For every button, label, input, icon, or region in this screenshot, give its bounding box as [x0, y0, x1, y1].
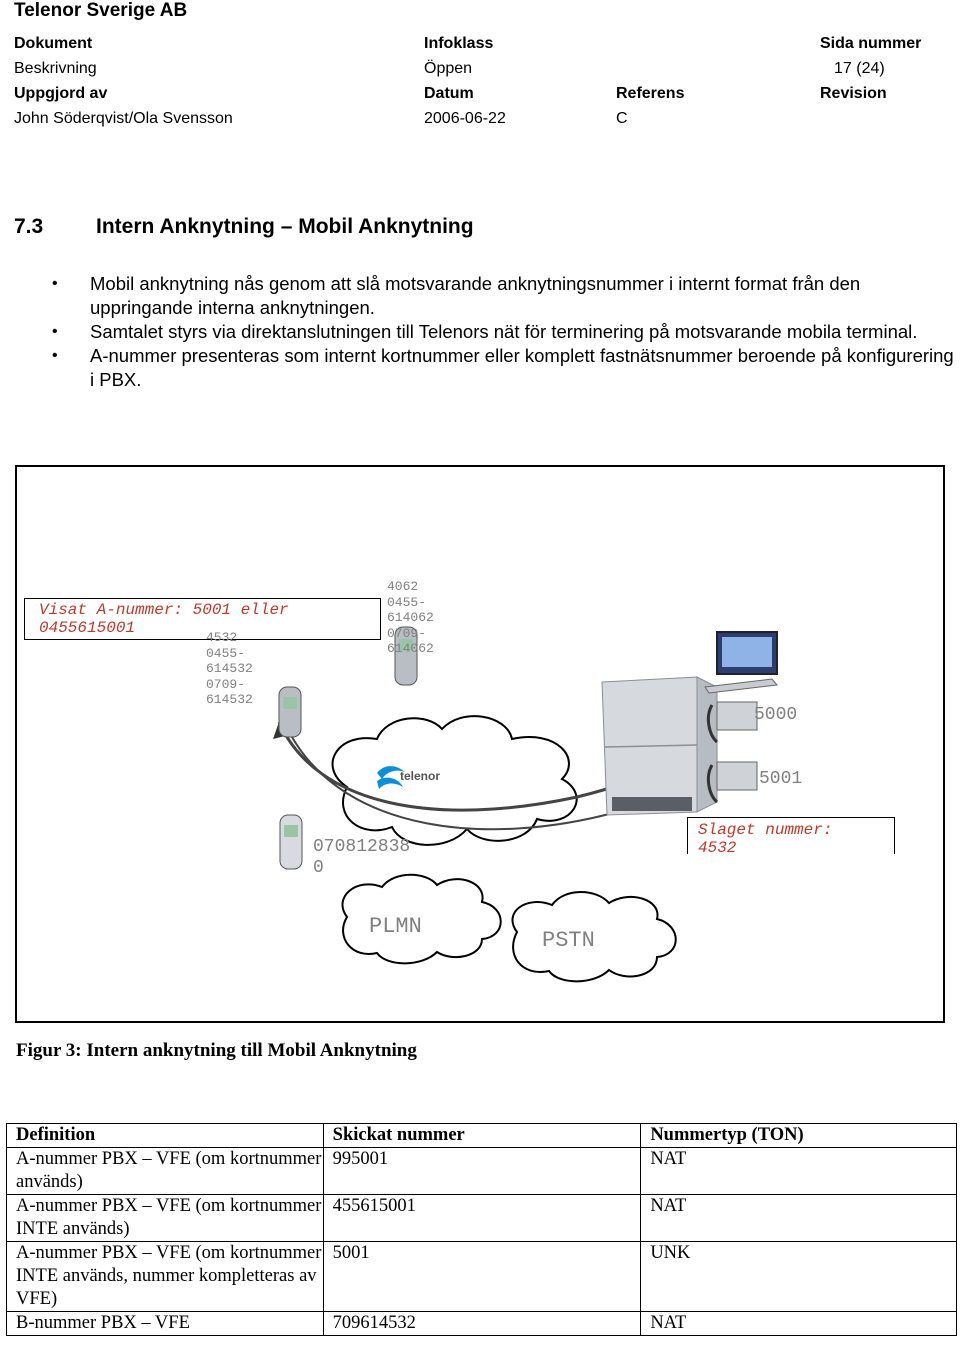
number-line: 0455- — [206, 645, 246, 661]
mobile-phone-icon — [394, 626, 418, 686]
label-referens: Referens — [616, 85, 685, 102]
number-line: 0709- — [206, 676, 246, 692]
section-heading: 7.3 Intern Anknytning – Mobil Anknytning — [14, 215, 474, 239]
number-line: 4062 — [387, 579, 419, 594]
desk-phone-icon — [706, 761, 758, 804]
bullet-list: Mobil anknytning nås genom att slå motsv… — [50, 272, 955, 392]
value-beskrivning: Beskrivning — [14, 60, 97, 77]
diagram-graphics — [273, 626, 778, 983]
table-header-cell: Definition — [6, 1123, 324, 1148]
label-datum: Datum — [424, 85, 474, 102]
company-name: Telenor Sverige AB — [14, 0, 188, 21]
telenor-label: telenor — [400, 769, 441, 783]
bullet-item: Samtalet styrs via direktanslutningen ti… — [50, 320, 955, 344]
number-line: 614062 — [387, 610, 434, 625]
table-cell: NAT — [640, 1194, 957, 1242]
visat-a-nummer-line1: Visat A-nummer: 5001 eller — [39, 601, 289, 619]
table-cell: 455615001 — [322, 1194, 642, 1242]
number-line: 0 — [313, 858, 324, 878]
bullet-item: Mobil anknytning nås genom att slå motsv… — [50, 272, 955, 320]
mobile-phone-icon — [279, 814, 303, 870]
number-line: 614532 — [206, 692, 253, 707]
slaget-nummer-line1: Slaget nummer: — [698, 821, 833, 839]
table-cell: 709614532 — [322, 1311, 642, 1336]
extension-5001: 5001 — [759, 769, 803, 789]
table-cell: A-nummer PBX – VFE (om kortnummer använd… — [6, 1147, 324, 1195]
table-header-row: Definition Skickat nummer Nummertyp (TON… — [6, 1123, 957, 1148]
computer-icon — [704, 631, 778, 694]
telenor-cloud — [331, 715, 578, 846]
value-revision: C — [616, 110, 628, 127]
label-dokument: Dokument — [14, 35, 93, 52]
slaget-nummer-box: Slaget nummer: 4532 — [687, 817, 895, 857]
table-cell: B-nummer PBX – VFE — [6, 1311, 324, 1336]
pstn-label: PSTN — [542, 928, 595, 953]
value-date: 2006-06-22 — [424, 110, 506, 127]
figure-caption: Figur 3: Intern anknytning till Mobil An… — [16, 1040, 417, 1061]
mobile3-number: 070812838 0 — [313, 837, 410, 879]
number-line: 070812838 — [313, 837, 411, 857]
slaget-nummer-line2: 4532 — [698, 839, 737, 857]
table-header-cell: Skickat nummer — [322, 1123, 642, 1148]
pbx-cabinet-icon — [601, 676, 718, 816]
bullet-item: A-nummer presenteras som internt kortnum… — [50, 344, 955, 392]
label-sida-nummer: Sida nummer — [820, 35, 922, 52]
number-line: 4532 — [206, 630, 238, 645]
plmn-cloud — [341, 873, 502, 965]
desk-phone-icon — [706, 701, 758, 744]
table-row: A-nummer PBX – VFE (om kortnummer INTE a… — [6, 1241, 957, 1312]
table-cell: A-nummer PBX – VFE (om kortnummer INTE a… — [6, 1241, 324, 1312]
pstn-cloud — [511, 891, 677, 983]
mobile2-numbers: 4062 0455- 614062 0709- 614062 — [387, 579, 434, 657]
value-infoklass: Öppen — [424, 60, 473, 77]
mobile1-numbers: 4532 0455- 614532 0709- 614532 — [206, 630, 253, 708]
number-line: 614532 — [206, 661, 253, 676]
table-cell: 5001 — [322, 1241, 642, 1312]
table-cell: NAT — [640, 1147, 957, 1195]
value-author: John Söderqvist/Ola Svensson — [14, 110, 233, 127]
value-sida-nummer: 17 (24) — [834, 60, 885, 77]
table-row: A-nummer PBX – VFE (om kortnummer INTE a… — [6, 1194, 957, 1242]
section-title: Intern Anknytning – Mobil Anknytning — [96, 215, 474, 238]
number-line: 0455- — [387, 594, 427, 610]
label-uppgjord-av: Uppgjord av — [14, 85, 108, 102]
visat-a-nummer-box: Visat A-nummer: 5001 eller 0455615001 — [24, 598, 381, 640]
definition-table: Definition Skickat nummer Nummertyp (TON… — [6, 1123, 957, 1336]
label-revision: Revision — [820, 85, 887, 102]
telenor-logo — [377, 766, 405, 789]
table-header-cell: Nummertyp (TON) — [640, 1123, 957, 1148]
number-line: 0709- — [387, 625, 427, 641]
plmn-label: PLMN — [369, 914, 422, 939]
extension-5000: 5000 — [754, 705, 798, 725]
visat-a-nummer-line2: 0455615001 — [39, 619, 136, 637]
table-cell: UNK — [640, 1241, 957, 1312]
table-cell: NAT — [640, 1311, 957, 1336]
table-row: A-nummer PBX – VFE (om kortnummer använd… — [6, 1147, 957, 1195]
mobile-phone-icon — [278, 686, 302, 738]
table-row: B-nummer PBX – VFE 709614532 NAT — [6, 1311, 957, 1336]
table-cell: A-nummer PBX – VFE (om kortnummer INTE a… — [6, 1194, 324, 1242]
section-number: 7.3 — [14, 215, 44, 238]
table-cell: 995001 — [322, 1147, 642, 1195]
label-infoklass: Infoklass — [424, 35, 494, 52]
number-line: 614062 — [387, 641, 434, 656]
network-diagram: Visat A-nummer: 5001 eller 0455615001 45… — [15, 465, 945, 1023]
